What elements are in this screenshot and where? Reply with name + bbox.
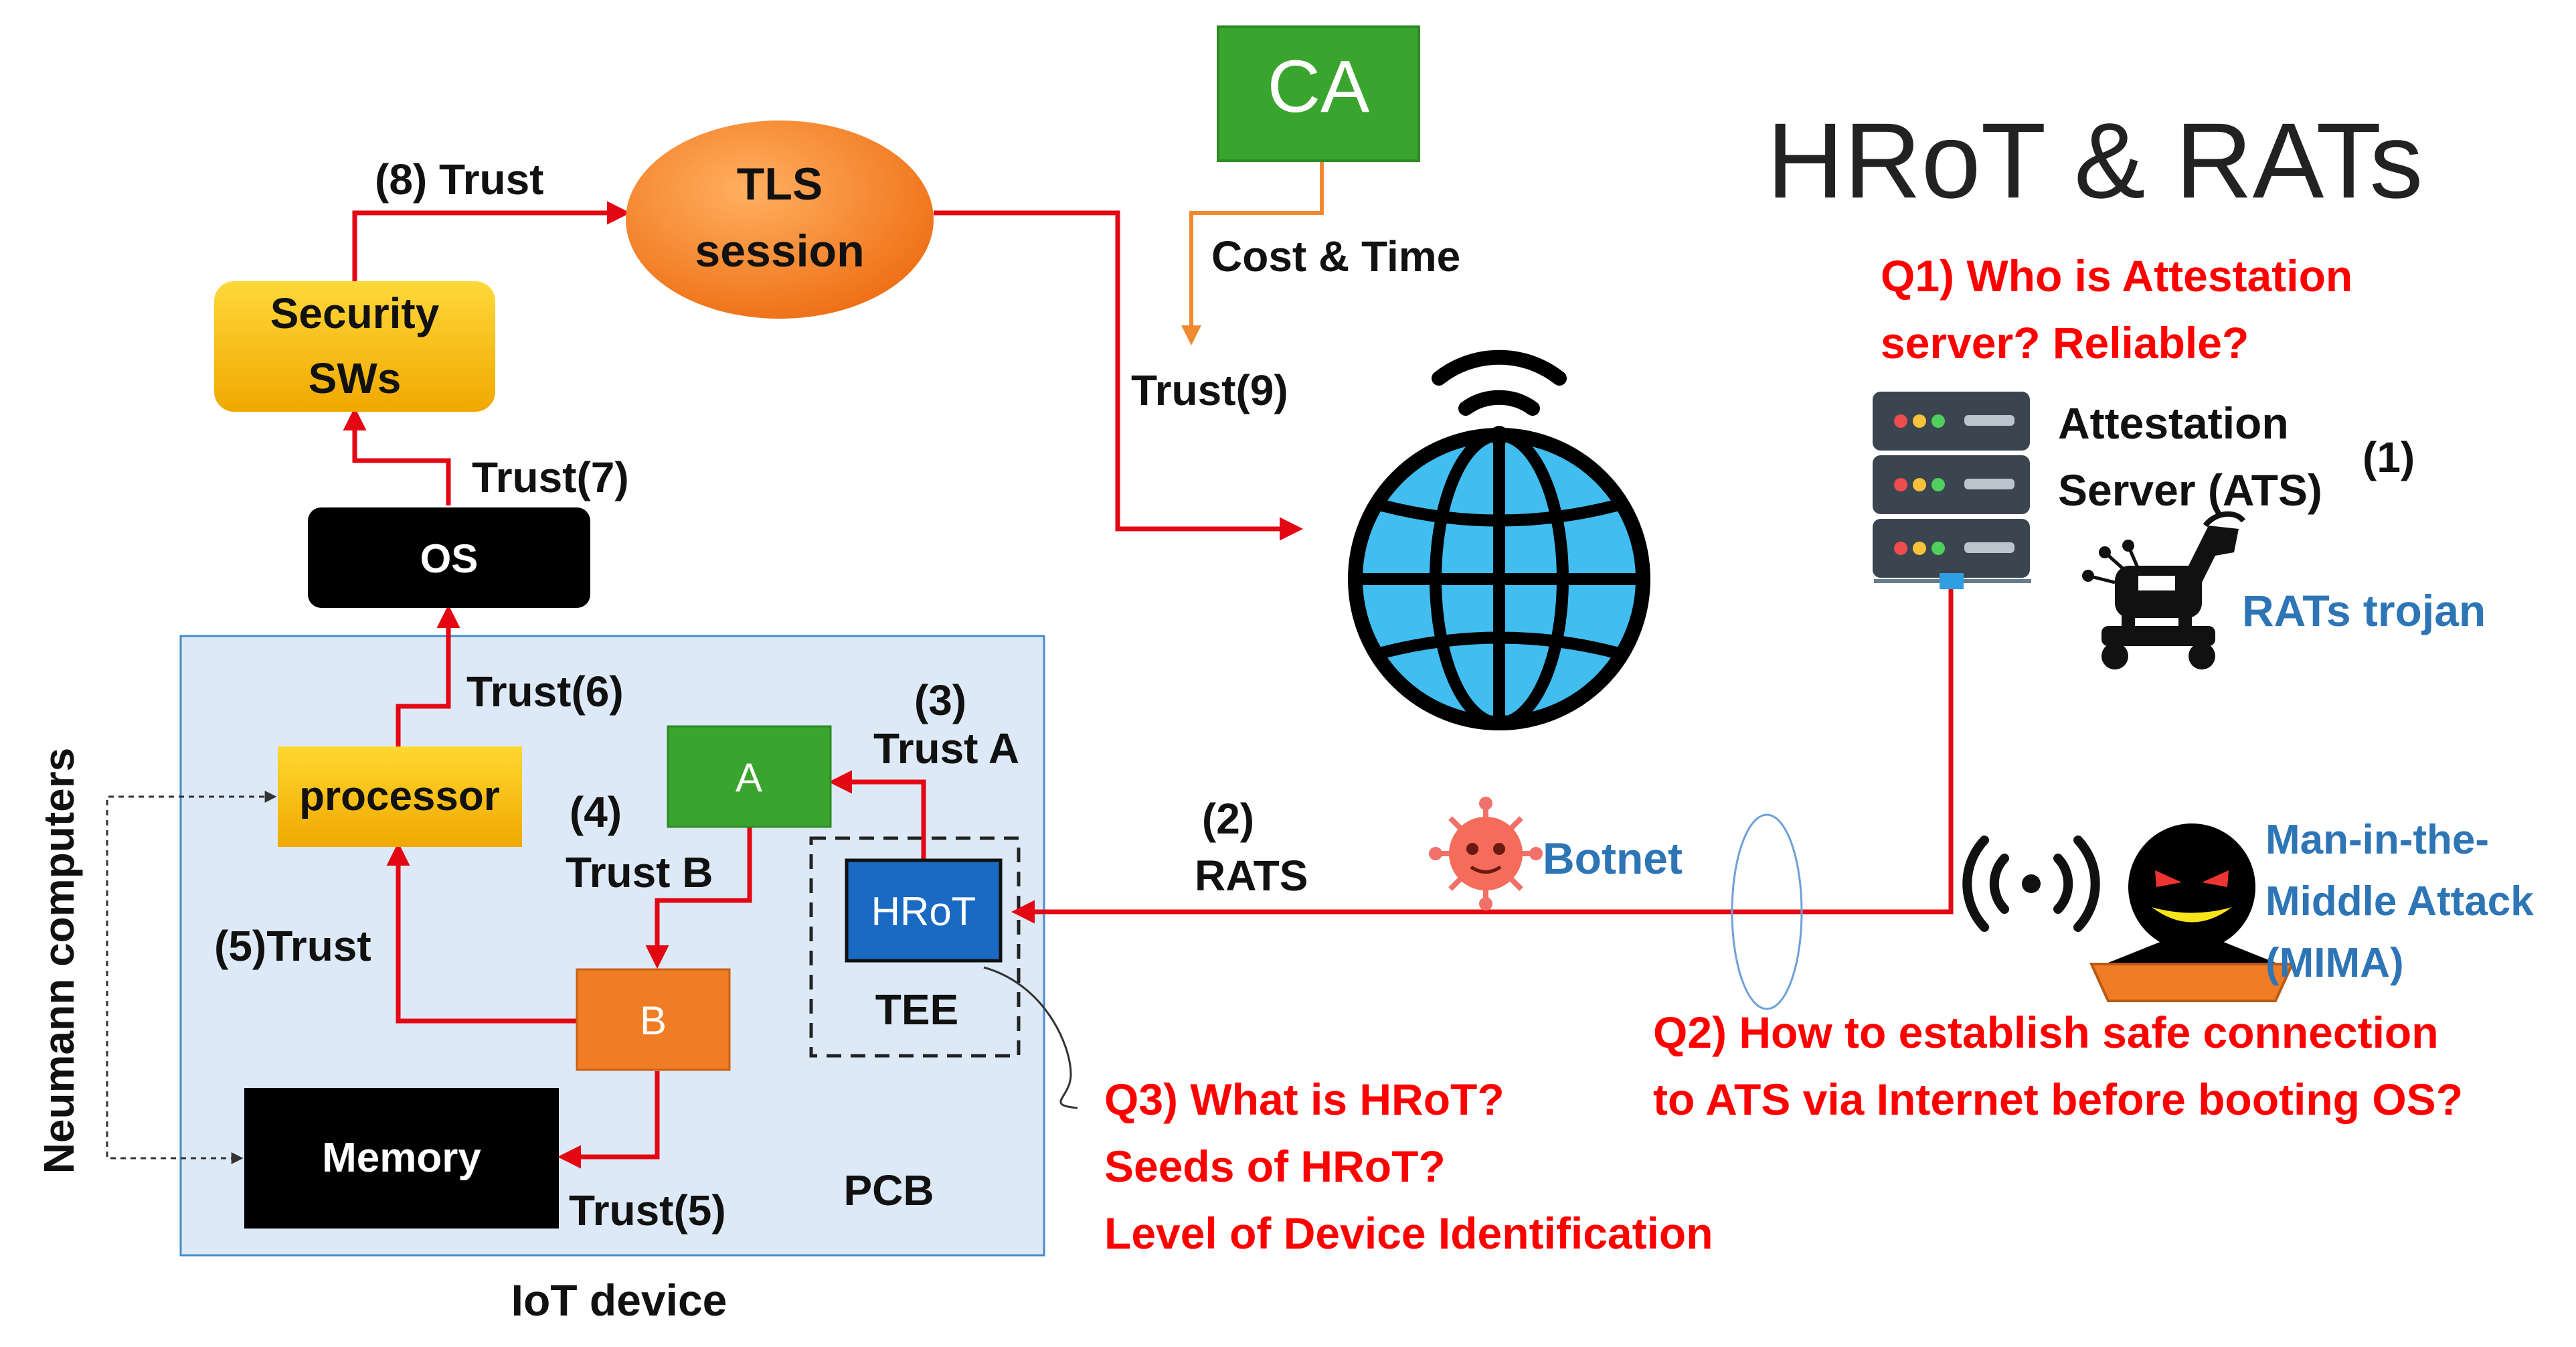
botnet-label: Botnet [1543, 834, 1683, 883]
ats-num: (1) [2363, 433, 2415, 481]
node-a-box [667, 725, 832, 828]
hrot-box [845, 858, 1003, 963]
tls-label-2: session [695, 226, 864, 276]
os-label: OS [420, 536, 479, 581]
processor-box [278, 746, 522, 847]
arrow-trust-3 [829, 770, 926, 860]
q3-line-2: Seeds of HRoT? [1104, 1141, 1446, 1191]
arrow-cost-time [1181, 161, 1324, 345]
q1-line-1: Q1) Who is Attestation [1881, 251, 2352, 301]
trust-8-label: (8) Trust [375, 155, 543, 204]
trust-5-bottom-label: Trust(5) [569, 1186, 726, 1235]
trust-4-label: Trust B [566, 848, 713, 896]
rats-label: RATS [1195, 852, 1308, 900]
tee-box [809, 836, 1021, 1058]
arrow-trust-5-left [386, 842, 577, 1024]
arrow-rats [1011, 586, 1954, 924]
mitm-intercept-ring [1731, 813, 1803, 1010]
ats-label-1: Attestation [2058, 398, 2289, 448]
trust-3-label: Trust A [873, 724, 1019, 773]
hrot-callout-line [983, 966, 1078, 1109]
neumann-label: Neumann computers [35, 748, 83, 1174]
hrot-label: HRoT [871, 889, 976, 934]
ca-label: CA [1268, 46, 1370, 128]
arrow-trust-7 [343, 407, 451, 505]
trust-9-label: Trust(9) [1131, 366, 1288, 414]
ats-label-2: Server (ATS) [2058, 465, 2322, 515]
arrow-trust-5-bottom [557, 1071, 660, 1169]
node-b-label: B [640, 998, 667, 1043]
neumann-link [106, 791, 277, 1164]
pcb-label: PCB [843, 1166, 934, 1214]
arrow-trust-4 [645, 827, 752, 969]
virus-icon [1429, 797, 1543, 910]
security-label-2: SWs [309, 354, 402, 402]
rats-trojan-label: RATs trojan [2242, 586, 2486, 635]
cost-time-label: Cost & Time [1211, 232, 1460, 281]
arrow-trust-6 [396, 605, 460, 746]
q3-line-3: Level of Device Identification [1104, 1208, 1713, 1258]
q1-line-2: server? Reliable? [1881, 318, 2249, 368]
arrow-trust-9 [934, 210, 1303, 541]
arrow-trust-8 [352, 201, 630, 281]
security-sws-box [214, 281, 495, 412]
globe-icon [1348, 428, 1650, 730]
security-label-1: Security [270, 289, 440, 337]
q3-line-1: Q3) What is HRoT? [1104, 1075, 1505, 1124]
mitm-label-2: Middle Attack [2265, 878, 2534, 925]
page-title: HRoT & RATs [1767, 100, 2423, 220]
mitm-label-3: (MIMA) [2265, 940, 2404, 986]
trust-6-label: Trust(6) [466, 667, 624, 716]
node-b-box [576, 968, 731, 1071]
trust-3-num: (3) [914, 676, 966, 724]
memory-box [244, 1088, 559, 1229]
memory-label: Memory [322, 1135, 481, 1181]
processor-label: processor [299, 773, 500, 819]
ca-box [1217, 25, 1420, 162]
tee-label: TEE [875, 985, 958, 1034]
trust-7-label: Trust(7) [472, 453, 629, 501]
trust-4-num: (4) [570, 788, 622, 836]
signal-icon [1962, 836, 2100, 932]
node-a-label: A [736, 755, 762, 800]
tls-session-node [626, 121, 934, 319]
q2-line-2: to ATS via Internet before booting OS? [1653, 1075, 2463, 1124]
os-box [308, 507, 590, 608]
server-icon [1873, 392, 2031, 589]
tls-label-1: TLS [737, 159, 823, 210]
hacker-icon [2089, 823, 2295, 1002]
q2-line-1: Q2) How to establish safe connection [1653, 1008, 2439, 1057]
trojan-horse-icon [2082, 511, 2246, 669]
rats-num: (2) [1202, 795, 1254, 843]
trust-5-left-label: (5)Trust [214, 922, 371, 970]
mitm-label-1: Man-in-the- [2265, 817, 2489, 863]
iot-device-label: IoT device [511, 1275, 727, 1325]
